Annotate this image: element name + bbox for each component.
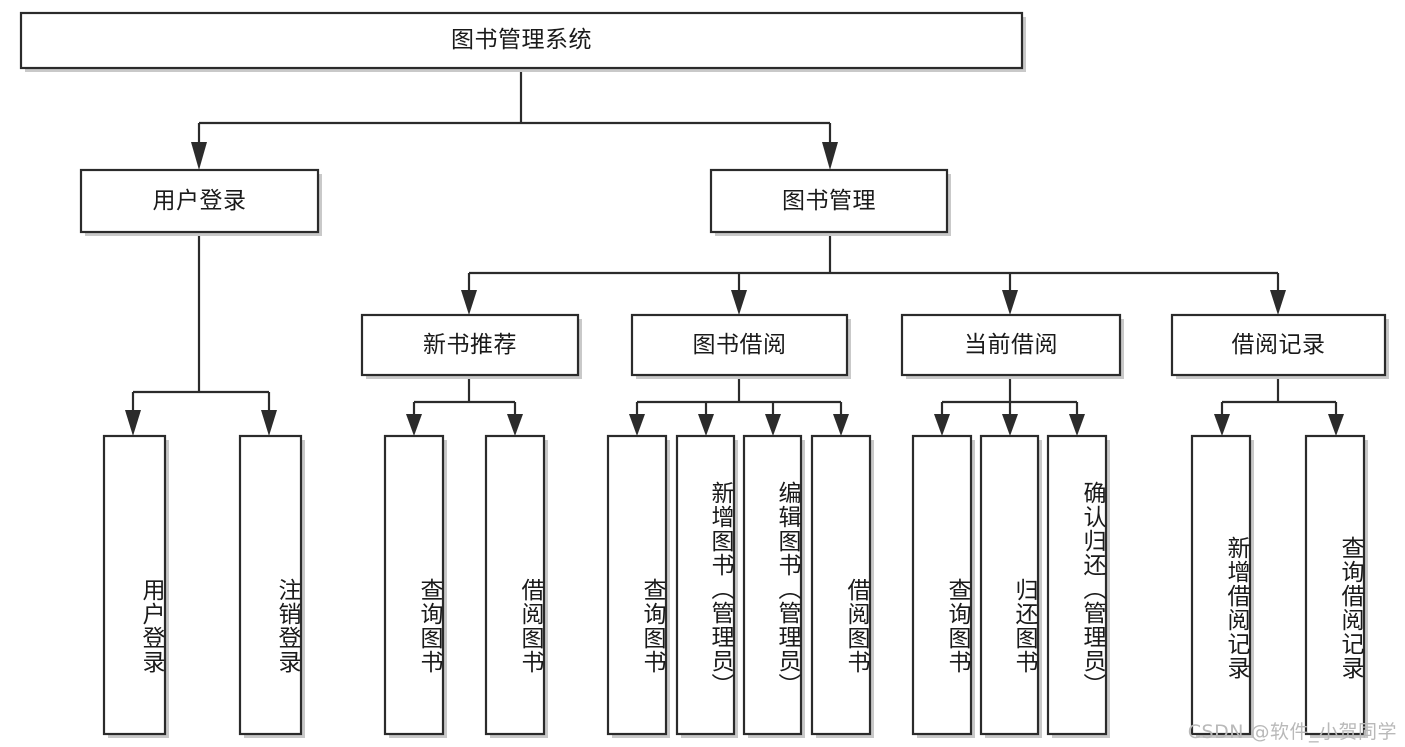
box-leaf-return-book[interactable] [979,434,1040,736]
arrow-head-leaf-user-login [125,410,141,436]
box-leaf-confirm-return[interactable] [1046,434,1108,736]
box-leaf-user-login[interactable] [102,434,167,736]
arrow-head-user-login [191,142,207,170]
connector-group-book-management-to-level3 [461,232,1286,315]
box-leaf-add-record[interactable] [1190,434,1252,736]
box-leaf-query-record[interactable] [1304,434,1366,736]
connector-group-root-to-level2 [191,70,838,170]
box-borrow-record[interactable] [1170,313,1387,377]
box-user-login[interactable] [79,168,320,234]
arrow-head-leaf-add-book [698,414,714,436]
arrow-head-leaf-borrow-book-1 [507,414,523,436]
arrow-head-leaf-edit-book [765,414,781,436]
box-leaf-query-book-2[interactable] [606,434,668,736]
box-leaf-query-book-1[interactable] [383,434,445,736]
arrow-head-current-borrow [1002,290,1018,315]
arrow-head-leaf-query-book-1 [406,414,422,436]
arrow-head-leaf-logout [261,410,277,436]
box-leaf-logout[interactable] [238,434,303,736]
arrow-head-borrow-record [1270,290,1286,315]
box-current-borrow[interactable] [900,313,1122,377]
arrow-head-book-management [822,142,838,170]
box-book-management[interactable] [709,168,949,234]
arrow-head-leaf-query-book-3 [934,414,950,436]
box-leaf-borrow-book-2[interactable] [810,434,872,736]
box-leaf-borrow-book-1[interactable] [484,434,546,736]
arrow-head-leaf-add-record [1214,414,1230,436]
box-leaf-edit-book[interactable] [742,434,803,736]
box-new-book-recommend[interactable] [360,313,580,377]
connector-group-book-borrow-to-leaves [629,375,849,436]
arrow-head-leaf-borrow-book-2 [833,414,849,436]
arrow-head-leaf-query-book-2 [629,414,645,436]
connector-group-borrow-record-to-leaves [1214,375,1344,436]
box-book-borrow[interactable] [630,313,849,377]
arrow-head-leaf-return-book [1002,414,1018,436]
arrow-head-new-book-recommend [461,290,477,315]
box-leaf-add-book[interactable] [675,434,736,736]
node-boxes [19,11,1389,738]
arrow-head-leaf-query-record [1328,414,1344,436]
connector-group-current-borrow-to-leaves [934,375,1085,436]
connector-group-new-book-recommend-to-leaves [406,375,523,436]
arrow-head-book-borrow [731,290,747,315]
arrow-head-leaf-confirm-return [1069,414,1085,436]
connector-group-user-login-to-leaves [125,232,277,436]
box-leaf-query-book-3[interactable] [911,434,973,736]
box-root[interactable] [19,11,1024,70]
